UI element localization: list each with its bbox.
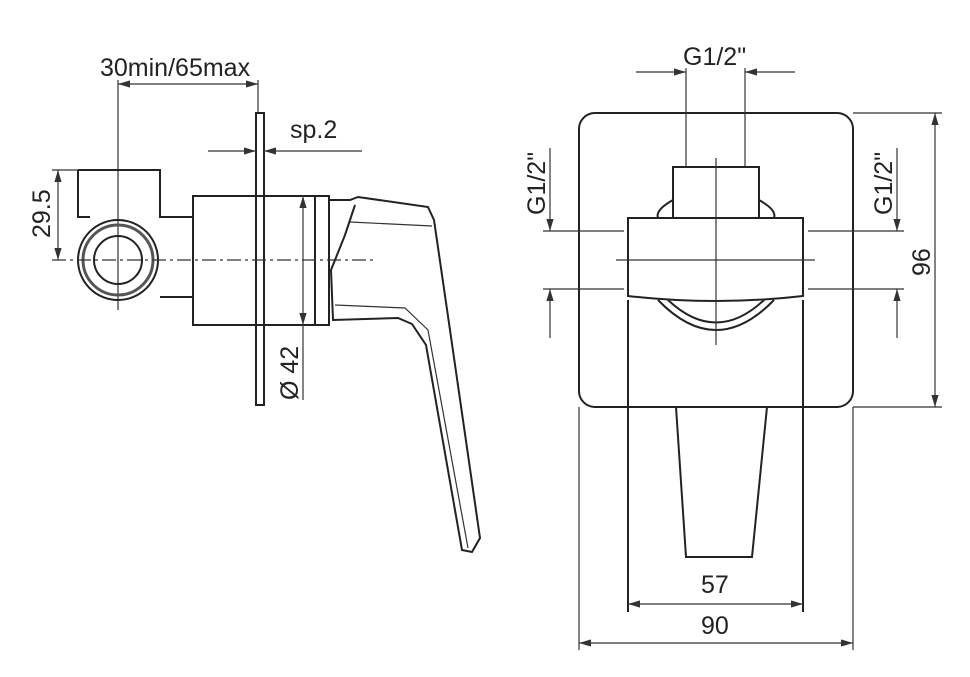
top-inlet-label: G1/2" — [683, 43, 746, 71]
inlet-fitting — [77, 169, 193, 218]
height-dimension-label: 96 — [908, 248, 936, 276]
diameter-dimension-label: Ø 42 — [276, 346, 304, 400]
tee-fillets — [656, 199, 776, 219]
plate-width-label: 90 — [701, 612, 729, 640]
offset-dimension-label: 29.5 — [28, 189, 56, 238]
depth-dimension-label: 30min/65max — [100, 54, 251, 82]
lever-front — [674, 406, 769, 558]
wall-plate — [255, 112, 265, 406]
left-inlet-label: G1/2" — [523, 152, 551, 215]
side-view: 30min/65max sp.2 29.5 Ø 42 — [28, 54, 482, 554]
lever-handle — [329, 195, 482, 554]
lever-handle-detail — [334, 221, 469, 549]
plate-thickness-label: sp.2 — [290, 116, 337, 144]
front-view: G1/2" G1/2" G1/2" 96 57 90 — [523, 43, 942, 650]
right-inlet-label: G1/2" — [870, 152, 898, 215]
body-width-label: 57 — [701, 571, 729, 599]
pipe-bore — [93, 235, 143, 285]
